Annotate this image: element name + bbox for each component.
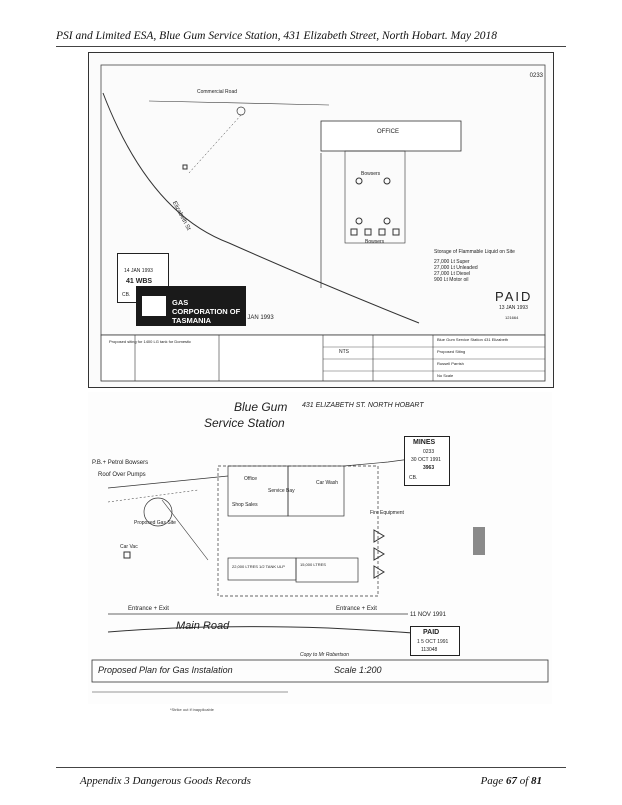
storage-row: 900 Lt Motor oil xyxy=(434,277,469,283)
footer-rule xyxy=(56,767,566,768)
main-road-label: Main Road xyxy=(176,620,230,632)
storage-title: Storage of Flammable Liquid on Site xyxy=(434,249,515,255)
tank1-label: 22,000 LTRES 1/2 TANK ULP xyxy=(232,564,285,569)
paid-label: PAID xyxy=(495,289,533,304)
office-label: OFFICE xyxy=(377,129,399,135)
footer-section: Appendix 3 Dangerous Goods Records xyxy=(80,775,251,787)
paid-stamp-1993: PAID 13 JAN 1993 121664 xyxy=(493,289,541,325)
mines-label: MINES xyxy=(413,439,436,446)
plan2-title-1: Blue Gum xyxy=(234,400,288,414)
paid-stamp-1991: PAID 1 5 OCT 1991 113048 xyxy=(410,626,460,656)
entrance-left: Entrance + Exit xyxy=(128,606,169,612)
bowsers-top-label: Bowsers xyxy=(361,171,381,177)
plan2-title-2: Service Station xyxy=(204,416,285,430)
paid-ref-2: 113048 xyxy=(421,647,438,653)
storage-row: 27,000 Lt Diesel xyxy=(434,271,471,277)
tank2-label: 15,000 LTRES xyxy=(300,562,326,567)
strike-out-note: *Strike out if inapplicable xyxy=(170,707,214,712)
title-block-line: No Scale xyxy=(437,373,454,378)
service-bay-label: Service Bay xyxy=(268,488,295,494)
car-wash-label: Car Wash xyxy=(316,480,339,486)
header-rule xyxy=(56,46,566,47)
stamp-value: 41 WBS xyxy=(126,278,153,285)
fire-equipment-label: Fire Equipment xyxy=(370,510,404,516)
page-total: 81 xyxy=(531,775,542,787)
gas-site-label: Proposed Gas Site xyxy=(134,520,176,526)
page-header: PSI and Limited ESA, Blue Gum Service St… xyxy=(56,30,497,42)
plan2-address: 431 ELIZABETH ST. NORTH HOBART xyxy=(302,402,424,409)
site-plan-1993: 0233 Commercial Road Elizabeth St OFFICE… xyxy=(88,52,554,388)
page-prefix: Page xyxy=(480,775,506,787)
car-vac-label: Car Vac xyxy=(120,544,138,550)
paid-ref: 121664 xyxy=(505,315,519,320)
paid-label-2: PAID xyxy=(423,629,440,636)
page-of: of xyxy=(516,775,531,787)
storage-row: 27,000 Lt Super xyxy=(434,259,470,265)
gas-corp-logo-block: GAS CORPORATION OF TASMANIA xyxy=(136,286,246,326)
page-current: 67 xyxy=(505,775,517,787)
scale-label: Scale 1:200 xyxy=(334,665,382,675)
stamp-date: 14 JAN 1993 xyxy=(124,268,153,274)
mines-number: 3963 xyxy=(423,465,435,471)
proposed-plan-label: Proposed Plan for Gas Instalation xyxy=(98,665,233,675)
approved-date: 25 JAN 1993 xyxy=(239,315,274,321)
cb-label-2: CB. xyxy=(409,475,418,481)
office-label-2: Office xyxy=(244,476,257,482)
nts-label: NTS xyxy=(339,349,349,355)
shop-label: Shop Sales xyxy=(232,502,258,508)
title-block-line: Proposed Siting xyxy=(437,349,466,354)
title-block-line: Russell Parrish xyxy=(437,361,464,366)
cb-label: CB. xyxy=(122,292,131,298)
storage-row: 27,000 Lt Unleaded xyxy=(434,265,478,271)
bowsers-label: P.B.+ Petrol Bowsers xyxy=(92,460,149,466)
plan1-drawing xyxy=(100,64,546,382)
gray-marker xyxy=(473,527,485,555)
stamp-date-1991: 11 NOV 1991 xyxy=(410,612,446,618)
title-note: Proposed siting for 1400 LG tank for Dom… xyxy=(109,339,192,344)
mines-ref: 0233 xyxy=(423,449,435,455)
roof-label: Roof Over Pumps xyxy=(98,472,146,478)
paid-date: 13 JAN 1993 xyxy=(499,305,528,311)
logo-mark xyxy=(142,296,166,316)
bowsers-bottom-label: Bowsers xyxy=(365,239,385,245)
mines-stamp-1991: MINES 0233 30 OCT 1991 3963 CB. xyxy=(404,436,450,486)
paid-date-2: 1 5 OCT 1991 xyxy=(417,639,449,645)
title-block-line: Blue Gum Service Station 431 Elizabeth xyxy=(437,337,509,342)
copy-note: Copy to Mr Robertson xyxy=(300,652,349,658)
commercial-road-label: Commercial Road xyxy=(197,89,238,95)
storage-table: Storage of Flammable Liquid on Site 27,0… xyxy=(434,249,534,283)
mines-date: 30 OCT 1991 xyxy=(411,457,441,463)
plan1-ref: 0233 xyxy=(529,73,543,79)
page-number: Page 67 of 81 xyxy=(481,775,542,787)
entrance-right: Entrance + Exit xyxy=(336,606,377,612)
company-name: GAS CORPORATION OF TASMANIA xyxy=(172,298,241,325)
